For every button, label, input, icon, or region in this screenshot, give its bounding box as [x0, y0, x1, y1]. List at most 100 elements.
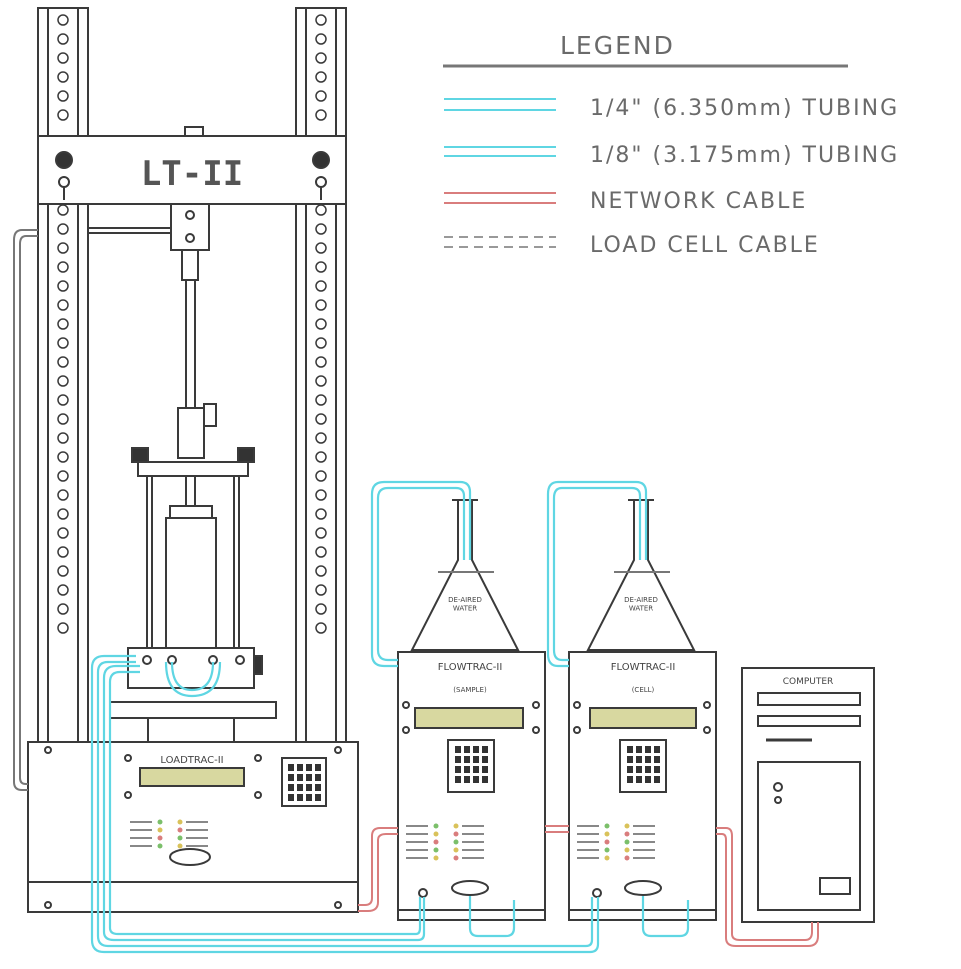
status-led: [624, 823, 630, 829]
legend-title: LEGEND: [560, 31, 675, 60]
flowtrac-left-sublabel: (SAMPLE): [453, 686, 487, 694]
keypad-key: [482, 766, 488, 773]
keypad-key: [464, 776, 470, 783]
column-hole: [57, 375, 69, 387]
loadtrac-keys: [288, 764, 321, 801]
status-led: [604, 823, 610, 829]
legend-label-eighth-tubing: 1/8" (3.175mm) TUBING: [590, 143, 899, 168]
status-led: [177, 819, 183, 825]
column-hole: [315, 413, 327, 425]
status-led: [433, 839, 439, 845]
column-hole: [315, 337, 327, 349]
column-hole: [57, 33, 69, 45]
column-hole: [315, 52, 327, 64]
soil-sample: [165, 517, 217, 649]
column-hole: [57, 71, 69, 83]
keypad-key: [297, 764, 303, 771]
cell-top-plate: [137, 461, 249, 477]
column-hole: [57, 565, 69, 577]
keypad-key: [455, 746, 461, 753]
column-hole: [315, 242, 327, 254]
keypad-key: [627, 766, 633, 773]
keypad-key: [464, 766, 470, 773]
column-hole: [57, 52, 69, 64]
power-led-icon: [773, 782, 783, 792]
keypad-key: [306, 774, 312, 781]
column-hole: [315, 356, 327, 368]
keypad-key: [288, 764, 294, 771]
crosshead-knob-right: [312, 151, 330, 169]
keypad-key: [297, 784, 303, 791]
flowtrac-right: [568, 499, 717, 921]
flowtrac-right-status-leds: [577, 823, 655, 861]
column-hole: [315, 14, 327, 26]
column-hole: [57, 603, 69, 615]
network-cables: [358, 825, 819, 947]
keypad-key: [627, 756, 633, 763]
column-hole: [315, 622, 327, 634]
column-hole: [57, 299, 69, 311]
keypad-key: [645, 776, 651, 783]
column-hole: [315, 71, 327, 83]
keypad-key: [654, 756, 660, 763]
status-led: [177, 827, 183, 833]
keypad-key: [636, 746, 642, 753]
keypad-key: [306, 764, 312, 771]
loadtrac-status-leds: [130, 819, 208, 849]
keypad-key: [288, 784, 294, 791]
keypad-key: [654, 746, 660, 753]
keypad-key: [636, 776, 642, 783]
loadtrac-label: LOADTRAC-II: [160, 755, 223, 766]
flowtrac-left-keys: [455, 746, 488, 783]
keypad-key: [297, 794, 303, 801]
keypad-key: [288, 794, 294, 801]
column-hole: [315, 109, 327, 121]
status-led: [433, 855, 439, 861]
status-led: [604, 831, 610, 837]
column-hole: [57, 204, 69, 216]
status-led: [157, 819, 163, 825]
flowtrac-left-label: FLOWTRAC-II: [438, 662, 503, 673]
column-hole: [57, 109, 69, 121]
column-hole: [57, 622, 69, 634]
cell-base: [127, 647, 255, 689]
drive-bay-2: [757, 715, 861, 727]
status-led: [177, 843, 183, 849]
column-hole: [57, 261, 69, 273]
column-hole: [315, 470, 327, 482]
status-led: [604, 847, 610, 853]
keypad-key: [315, 794, 321, 801]
column-hole: [57, 318, 69, 330]
right-column: [295, 7, 347, 743]
column-hole: [57, 470, 69, 482]
status-led: [604, 839, 610, 845]
column-hole: [315, 318, 327, 330]
column-hole: [315, 451, 327, 463]
column-hole: [57, 223, 69, 235]
column-hole: [315, 223, 327, 235]
column-hole: [57, 451, 69, 463]
crosshead-knob-left: [55, 151, 73, 169]
keypad-key: [473, 756, 479, 763]
flowtrac-right-sublabel: (CELL): [632, 686, 655, 694]
flask-left: [410, 500, 520, 651]
keypad-key: [288, 774, 294, 781]
status-led: [157, 827, 163, 833]
keypad-key: [482, 756, 488, 763]
flowtrac-left-status-leds: [406, 823, 484, 861]
flowtrac-right-keys: [627, 746, 660, 783]
status-led: [453, 847, 459, 853]
status-led: [624, 855, 630, 861]
power-button: [819, 877, 851, 895]
status-led: [433, 831, 439, 837]
legend-item-eighth-tubing: 1/8" (3.175mm) TUBING: [444, 143, 899, 168]
keypad-key: [315, 774, 321, 781]
column-hole: [57, 356, 69, 368]
keypad-key: [315, 764, 321, 771]
column-hole: [315, 299, 327, 311]
keypad-key: [306, 794, 312, 801]
